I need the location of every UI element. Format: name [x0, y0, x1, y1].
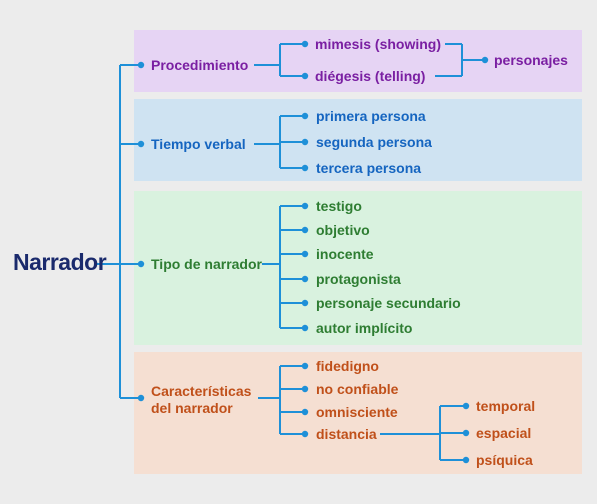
- root-label: Narrador: [13, 249, 107, 275]
- tiempo-item-segunda: segunda persona: [316, 134, 432, 150]
- panel-tiempo-verbal: [134, 99, 582, 181]
- caracteristicas-label-line1: Características: [151, 383, 252, 399]
- caracteristicas-item-omnisciente: omnisciente: [316, 404, 398, 420]
- tipo-item-autor-implicito: autor implícito: [316, 320, 413, 336]
- procedimiento-item-diegesis: diégesis (telling): [315, 68, 426, 84]
- procedimiento-result-personajes: personajes: [494, 52, 568, 68]
- caracteristicas-item-distancia: distancia: [316, 426, 377, 442]
- tiempo-item-tercera: tercera persona: [316, 160, 422, 176]
- tipo-item-testigo: testigo: [316, 198, 362, 214]
- caracteristicas-label-line2: del narrador: [151, 400, 233, 416]
- tipo-item-personaje-secundario: personaje secundario: [316, 295, 461, 311]
- panel-caracteristicas: [134, 352, 582, 474]
- distancia-item-temporal: temporal: [476, 398, 536, 414]
- panel-tipo-de-narrador: [134, 191, 582, 345]
- distancia-item-psiquica: psíquica: [476, 452, 533, 468]
- procedimiento-item-mimesis: mimesis (showing): [315, 36, 442, 52]
- procedimiento-label: Procedimiento: [151, 57, 249, 73]
- tipo-item-inocente: inocente: [316, 246, 374, 262]
- tipo-de-narrador-label: Tipo de narrador: [151, 256, 262, 272]
- tipo-item-protagonista: protagonista: [316, 271, 401, 287]
- caracteristicas-item-no-confiable: no confiable: [316, 381, 399, 397]
- tipo-item-objetivo: objetivo: [316, 222, 370, 238]
- panel-procedimiento: [134, 30, 582, 92]
- tiempo-verbal-label: Tiempo verbal: [151, 136, 246, 152]
- distancia-item-espacial: espacial: [476, 425, 532, 441]
- caracteristicas-item-fidedigno: fidedigno: [316, 358, 379, 374]
- tiempo-item-primera: primera persona: [316, 108, 426, 124]
